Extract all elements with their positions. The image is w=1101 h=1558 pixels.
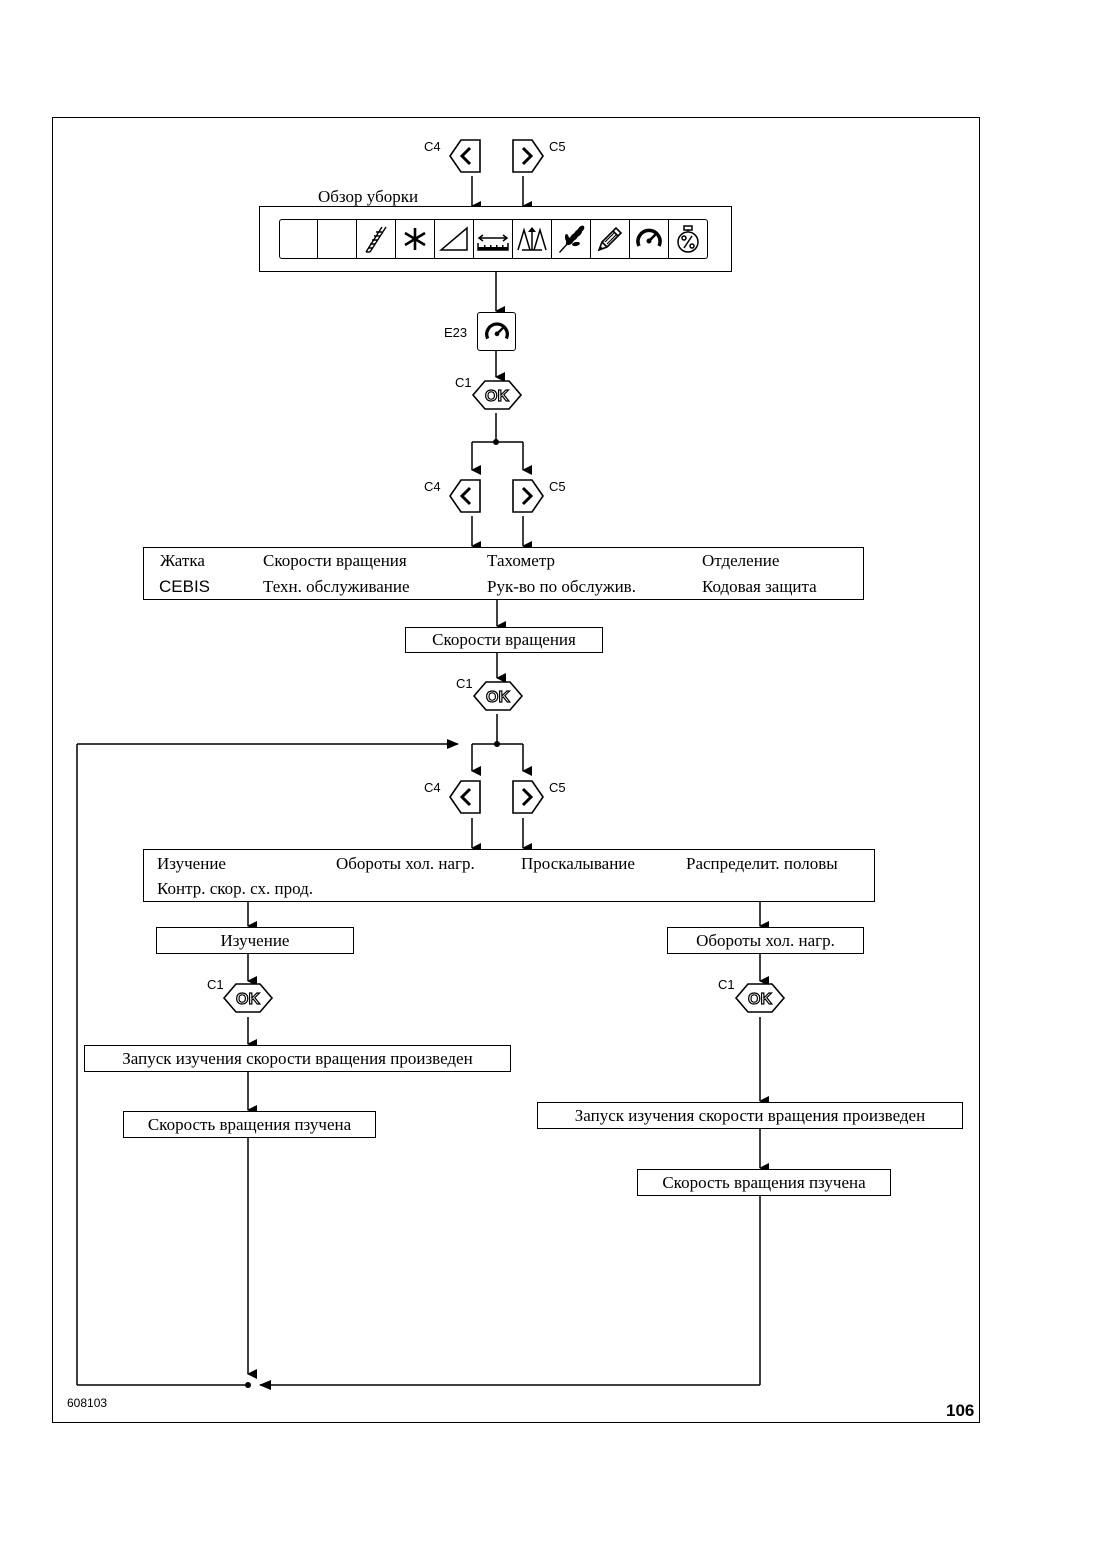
chevron-right-icon (512, 139, 544, 173)
e23-label: E23 (444, 325, 468, 340)
speedometer-icon[interactable] (630, 219, 669, 259)
ok-button[interactable]: OK (472, 679, 524, 713)
menu-item-idle-rpm[interactable]: Обороты хол. нагр. (336, 854, 475, 873)
ok-key-text: OK (485, 388, 509, 405)
chevron-left-icon (449, 139, 481, 173)
menu-item-code-protection[interactable]: Кодовая защита (702, 577, 817, 596)
key-c5-label: C5 (549, 780, 566, 795)
percent-icon[interactable] (669, 219, 708, 259)
idle-learning-started-box: Запуск изучения скорости вращения произв… (537, 1102, 963, 1129)
menu-item-service-guide[interactable]: Рук-во по обслужив. (487, 577, 636, 596)
ok-button[interactable]: OK (734, 981, 786, 1015)
key-c5-label: C5 (549, 479, 566, 494)
menu-item-slip[interactable]: Проскалывание (521, 854, 635, 873)
key-c1-label: C1 (718, 977, 735, 992)
menu-item-maintenance[interactable]: Техн. обслуживание (263, 577, 410, 596)
menu-item-separation[interactable]: Отделение (702, 551, 780, 570)
selected-learning-box: Изучение (156, 927, 354, 954)
key-c1-label: C1 (455, 375, 472, 390)
menu-item-feeder-speed-control[interactable]: Контр. скор. сх. прод. (157, 879, 313, 898)
menu-item-speeds[interactable]: Скорости вращения (263, 551, 407, 570)
width-measure-icon[interactable] (474, 219, 513, 259)
blank-icon[interactable] (318, 219, 357, 259)
learning-done-box: Скорость вращения пзучена (123, 1111, 376, 1138)
key-c1-label: C1 (207, 977, 224, 992)
selected-idle-rpm-box: Обороты хол. нагр. (667, 927, 864, 954)
menu-item-cebis[interactable]: CEBIS (159, 577, 211, 596)
page-number: 106 (946, 1401, 975, 1420)
learning-started-box: Запуск изучения скорости вращения произв… (84, 1045, 511, 1072)
asterisk-icon[interactable] (396, 219, 435, 259)
header-icon[interactable] (357, 219, 396, 259)
speedometer-icon (484, 321, 509, 339)
selected-speeds-box: Скорости вращения (405, 627, 603, 653)
left-arrow-key[interactable] (447, 778, 483, 814)
harvest-overview-icon-strip (279, 219, 708, 259)
grain-icon[interactable] (552, 219, 591, 259)
left-arrow-key[interactable] (447, 477, 483, 513)
menu-item-tachometer[interactable]: Тахометр (487, 551, 555, 570)
idle-learning-done-box: Скорость вращения пзучена (637, 1169, 891, 1196)
chevron-left-icon (449, 479, 481, 513)
ok-button[interactable]: OK (471, 378, 523, 412)
right-arrow-key[interactable] (510, 477, 546, 513)
menu-item-chaff-spreader[interactable]: Распределит. половы (686, 854, 838, 873)
menu-item-learning[interactable]: Изучение (157, 854, 226, 873)
ok-key-text: OK (486, 689, 510, 706)
ok-key-text: OK (748, 991, 772, 1008)
main-menu-box (143, 547, 864, 600)
chevron-right-icon (512, 780, 544, 814)
left-arrow-key[interactable] (447, 137, 483, 173)
figure-id: 608103 (67, 1396, 108, 1410)
ok-button[interactable]: OK (222, 981, 274, 1015)
chevron-right-icon (512, 479, 544, 513)
blank-icon[interactable] (279, 219, 318, 259)
key-c1-label: C1 (456, 676, 473, 691)
slope-icon[interactable] (435, 219, 474, 259)
pencil-icon[interactable] (591, 219, 630, 259)
menu-item-header[interactable]: Жатка (160, 551, 205, 570)
chevron-left-icon (449, 780, 481, 814)
page-frame (52, 117, 980, 1423)
right-arrow-key[interactable] (510, 778, 546, 814)
key-c4-label: C4 (424, 479, 441, 494)
right-arrow-key[interactable] (510, 137, 546, 173)
key-c4-label: C4 (424, 139, 441, 154)
key-c5-label: C5 (549, 139, 566, 154)
e23-button[interactable] (477, 312, 516, 351)
key-c4-label: C4 (424, 780, 441, 795)
ok-key-text: OK (236, 991, 260, 1008)
scale-icon[interactable] (513, 219, 552, 259)
speeds-menu-box (143, 849, 875, 902)
harvest-overview-title: Обзор уборки (318, 187, 419, 206)
